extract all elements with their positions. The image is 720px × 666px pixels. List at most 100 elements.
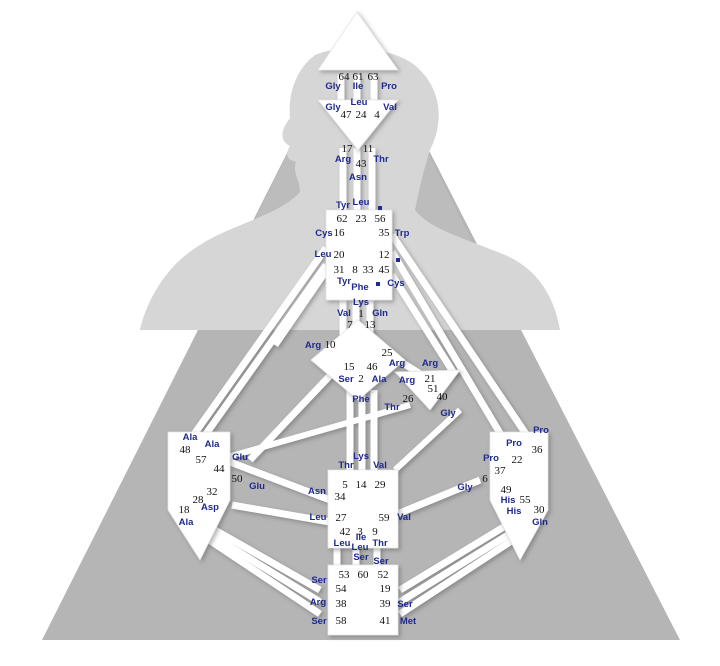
amino-acid-ser: Ser bbox=[338, 374, 354, 385]
amino-acid-met: Met bbox=[400, 616, 417, 627]
amino-acid-gly: Gly bbox=[457, 482, 473, 493]
gate-28: 28 bbox=[193, 494, 205, 506]
g-center bbox=[310, 319, 406, 401]
gate-32: 32 bbox=[207, 486, 218, 498]
amino-acid-leu: Leu bbox=[351, 97, 368, 108]
amino-acid-cys: Cys bbox=[387, 278, 404, 289]
amino-acid-phe: Phe bbox=[352, 394, 369, 405]
amino-acid-ser: Ser bbox=[311, 575, 327, 586]
gate-34: 34 bbox=[335, 491, 347, 503]
amino-acid-asp: Asp bbox=[201, 502, 219, 513]
gate-14: 14 bbox=[356, 479, 368, 491]
gate-16: 16 bbox=[334, 227, 346, 239]
channel-27 bbox=[198, 531, 322, 617]
gate-36: 36 bbox=[532, 444, 544, 456]
amino-acid-ala: Ala bbox=[179, 517, 195, 528]
ajna-center bbox=[317, 99, 399, 151]
gate-9: 9 bbox=[372, 526, 378, 538]
centers bbox=[167, 11, 549, 636]
amino-acid-arg: Arg bbox=[310, 597, 327, 608]
amino-acid-pro: Pro bbox=[381, 81, 397, 92]
channel-19 bbox=[388, 250, 514, 452]
channel-32 bbox=[199, 402, 411, 468]
amino-acid-asn: Asn bbox=[308, 486, 326, 497]
amino-acid-trp: Trp bbox=[395, 228, 410, 239]
gate-51: 51 bbox=[428, 383, 439, 395]
gate-62: 62 bbox=[337, 213, 348, 225]
channels bbox=[178, 75, 542, 617]
amino-acid-thr: Thr bbox=[372, 538, 388, 549]
gate-53: 53 bbox=[339, 569, 351, 581]
amino-acid-glu: Glu bbox=[249, 481, 265, 492]
amino-acid-his: His bbox=[507, 506, 522, 517]
gate-4: 4 bbox=[374, 109, 380, 121]
channel-15 bbox=[187, 245, 329, 443]
amino-acid-gly: Gly bbox=[440, 408, 456, 419]
spleen-center bbox=[167, 431, 231, 561]
gate-23: 23 bbox=[356, 213, 368, 225]
gate-29: 29 bbox=[375, 479, 387, 491]
gate-38: 38 bbox=[336, 598, 348, 610]
channel-23 bbox=[228, 458, 332, 504]
throat-center bbox=[325, 209, 393, 301]
gate-61: 61 bbox=[353, 71, 364, 83]
gate-59: 59 bbox=[379, 512, 391, 524]
amino-acid-leu: Leu bbox=[353, 197, 370, 208]
gate-2: 2 bbox=[358, 373, 364, 385]
amino-acid-ser: Ser bbox=[311, 616, 327, 627]
gate-6: 6 bbox=[482, 473, 488, 485]
amino-acid-gly: Gly bbox=[325, 81, 341, 92]
amino-acid-phe: Phe bbox=[351, 282, 368, 293]
amino-acid-gln: Gln bbox=[532, 517, 548, 528]
amino-acid-thr: Thr bbox=[338, 460, 354, 471]
amino-acid-pro: Pro bbox=[483, 453, 499, 464]
channel-18 bbox=[389, 233, 533, 442]
gate-10: 10 bbox=[325, 339, 337, 351]
amino-acid-ile: Ile bbox=[356, 532, 367, 543]
gate-11: 11 bbox=[363, 143, 374, 155]
amino-acid-arg: Arg bbox=[399, 375, 416, 386]
gate-24: 24 bbox=[356, 109, 368, 121]
gate-7: 7 bbox=[347, 319, 353, 331]
gate-1: 1 bbox=[358, 308, 364, 320]
gate-58: 58 bbox=[336, 615, 348, 627]
amino-acid-ala: Ala bbox=[205, 439, 221, 450]
gate-22: 22 bbox=[512, 454, 523, 466]
amino-acid-ala: Ala bbox=[183, 432, 199, 443]
amino-acid-val: Val bbox=[383, 102, 397, 113]
gate-41: 41 bbox=[380, 615, 391, 627]
amino-acid-leu: Leu bbox=[352, 542, 369, 553]
gate-45: 45 bbox=[379, 264, 391, 276]
gate-42: 42 bbox=[340, 526, 351, 538]
amino-acid-tyr: Tyr bbox=[337, 276, 351, 287]
amino-acid-arg: Arg bbox=[389, 358, 406, 369]
gate-30: 30 bbox=[534, 504, 546, 516]
gate-46: 46 bbox=[367, 361, 379, 373]
gate-20: 20 bbox=[334, 249, 346, 261]
amino-acid-leu: Leu bbox=[334, 538, 351, 549]
gate-39: 39 bbox=[380, 598, 392, 610]
gate-25: 25 bbox=[382, 347, 394, 359]
amino-acid-his: His bbox=[501, 495, 516, 506]
channel-16 bbox=[193, 262, 329, 451]
amino-acid-gly: Gly bbox=[325, 102, 341, 113]
amino-acid-tyr: Tyr bbox=[336, 200, 350, 211]
gate-18: 18 bbox=[179, 504, 191, 516]
amino-acid-leu: Leu bbox=[310, 512, 327, 523]
gate-33: 33 bbox=[363, 264, 375, 276]
marker-square-2 bbox=[376, 282, 380, 286]
amino-acid-leu: Leu bbox=[315, 249, 332, 260]
channel-31 bbox=[398, 531, 524, 617]
amino-acid-val: Val bbox=[373, 460, 387, 471]
gate-64: 64 bbox=[339, 71, 351, 83]
marker-square-1 bbox=[396, 258, 400, 262]
amino-acid-ile: Ile bbox=[353, 81, 364, 92]
channel-33 bbox=[392, 407, 463, 473]
amino-acid-glu: Glu bbox=[232, 452, 248, 463]
root-center bbox=[327, 564, 399, 636]
amino-acid-val: Val bbox=[397, 512, 411, 523]
human-silhouette bbox=[140, 48, 560, 331]
channel-17 bbox=[272, 263, 333, 347]
